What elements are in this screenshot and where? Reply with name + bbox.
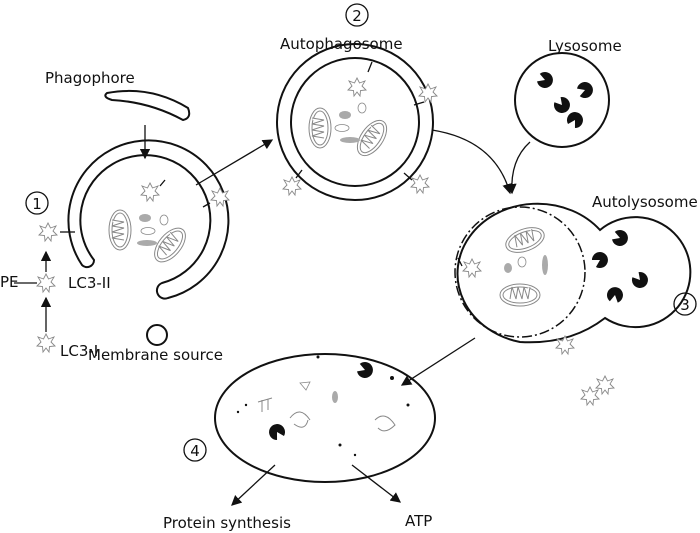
lc3-i-label: LC3-I <box>60 342 98 360</box>
lc3-i-star <box>36 333 56 353</box>
lc3-star <box>580 386 600 406</box>
lc3-star <box>38 222 58 242</box>
membrane-source <box>146 324 168 346</box>
autolysosome-label: Autolysosome <box>592 193 698 211</box>
lc3-star <box>418 83 438 103</box>
lc3-star <box>140 182 160 202</box>
step-4-marker: 4 <box>183 438 207 462</box>
lc3-star <box>595 375 615 395</box>
svg-text:4: 4 <box>190 442 200 460</box>
step-3-marker: 3 <box>673 292 697 316</box>
atp-label: ATP <box>405 512 432 530</box>
lysosome-label: Lysosome <box>548 37 622 55</box>
degradation-vesicle <box>214 353 436 483</box>
step-2-marker: 2 <box>345 3 369 27</box>
autolysosome <box>454 202 692 344</box>
step-1-marker: 1 <box>25 191 49 215</box>
phagophore-label: Phagophore <box>45 69 135 87</box>
lc3-ii-label: LC3-II <box>68 274 111 292</box>
svg-text:1: 1 <box>32 195 42 213</box>
membrane-source-label: Membrane source <box>88 346 223 364</box>
lysosome <box>514 52 610 148</box>
autophagosome <box>276 43 434 201</box>
lc3-star <box>462 258 482 278</box>
lc3-star <box>347 77 367 97</box>
phagophore <box>104 89 191 122</box>
autophagosome-label: Autophagosome <box>280 35 403 53</box>
lc3-star <box>282 176 302 196</box>
phagosome-forming <box>60 139 230 300</box>
svg-text:2: 2 <box>352 7 362 25</box>
protein-synthesis-label: Protein synthesis <box>163 514 291 532</box>
svg-text:3: 3 <box>680 296 690 314</box>
lc3-star <box>410 174 430 194</box>
pe-label: PE <box>0 273 19 291</box>
lc3-ii-star <box>36 273 56 293</box>
